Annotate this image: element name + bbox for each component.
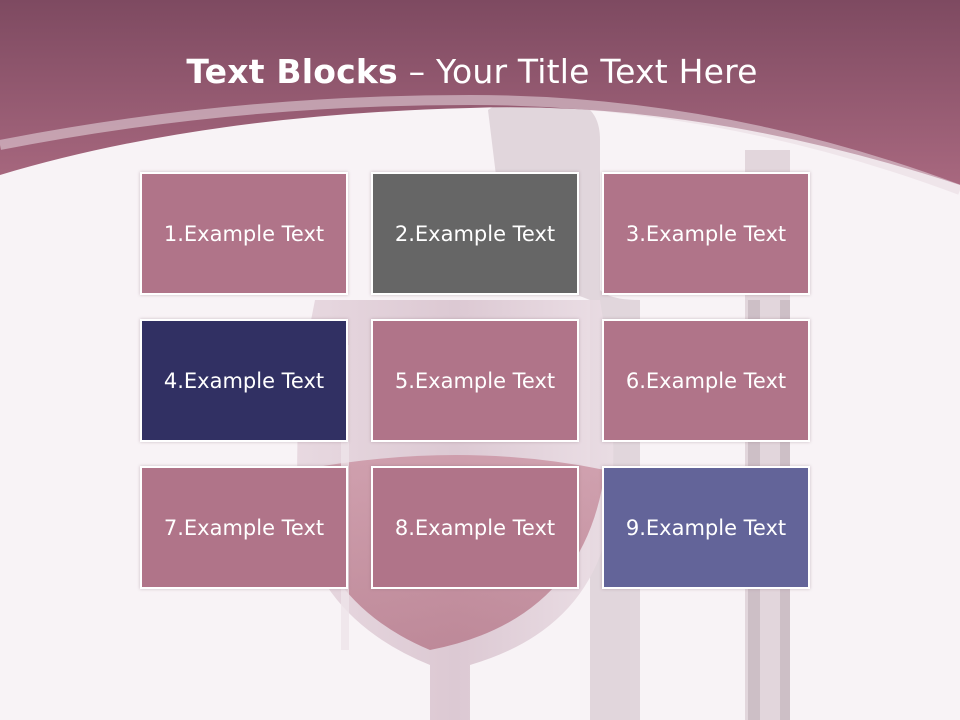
- text-block-6[interactable]: 6.Example Text: [602, 319, 810, 442]
- text-block-9[interactable]: 9.Example Text: [602, 466, 810, 589]
- text-block-label: 1.Example Text: [163, 221, 325, 246]
- title-rest-text: – Your Title Text Here: [408, 52, 758, 91]
- text-block-label: 2.Example Text: [394, 221, 556, 246]
- text-block-label: 4.Example Text: [163, 368, 325, 393]
- text-block-8[interactable]: 8.Example Text: [371, 466, 579, 589]
- text-block-label: 5.Example Text: [394, 368, 556, 393]
- text-block-2[interactable]: 2.Example Text: [371, 172, 579, 295]
- text-block-label: 6.Example Text: [625, 368, 787, 393]
- title-bold-text: Text Blocks: [186, 52, 398, 91]
- text-block-label: 8.Example Text: [394, 515, 556, 540]
- text-block-1[interactable]: 1.Example Text: [140, 172, 348, 295]
- text-block-label: 9.Example Text: [625, 515, 787, 540]
- text-block-5[interactable]: 5.Example Text: [371, 319, 579, 442]
- text-block-3[interactable]: 3.Example Text: [602, 172, 810, 295]
- text-block-label: 3.Example Text: [625, 221, 787, 246]
- text-block-4[interactable]: 4.Example Text: [140, 319, 348, 442]
- text-block-7[interactable]: 7.Example Text: [140, 466, 348, 589]
- slide-title: Text Blocks – Your Title Text Here: [0, 52, 944, 91]
- text-block-label: 7.Example Text: [163, 515, 325, 540]
